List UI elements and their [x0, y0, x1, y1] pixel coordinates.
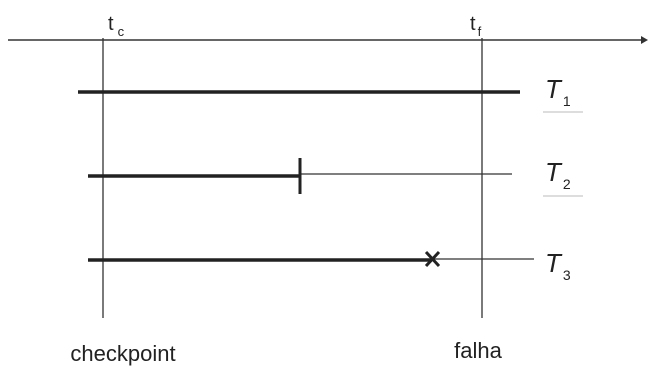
transaction-1-name: T [545, 74, 563, 104]
transaction-2-subscript: 2 [563, 176, 571, 192]
failure-time-subscript: f [478, 24, 482, 39]
checkpoint-time-subscript: c [118, 24, 125, 39]
abort-marker-stroke-b [424, 250, 441, 268]
transaction-3-name: T [545, 248, 563, 278]
failure-label: falha [454, 338, 502, 363]
time-axis-arrowhead [641, 36, 648, 44]
transaction-1-subscript: 1 [563, 93, 571, 109]
checkpoint-label: checkpoint [70, 341, 175, 366]
transaction-3-abort-marker [424, 250, 441, 268]
transaction-3-subscript: 3 [563, 267, 571, 283]
transaction-2-name: T [545, 157, 563, 187]
checkpoint-time-main: t [108, 13, 114, 35]
failure-time-main: t [470, 13, 476, 35]
